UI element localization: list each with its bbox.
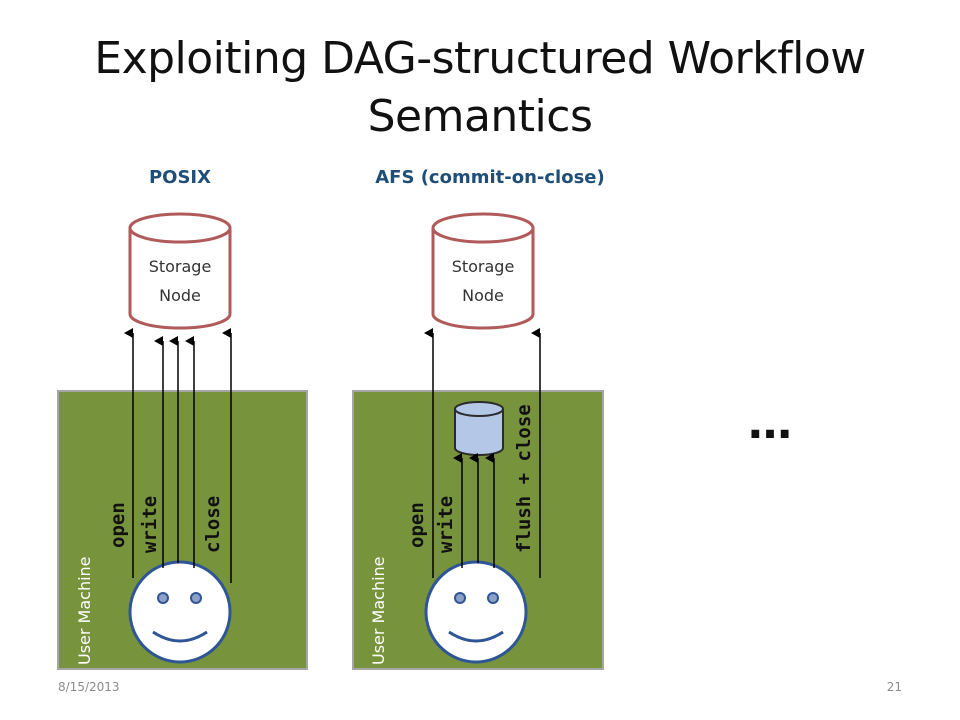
posix-arrows	[124, 328, 232, 583]
posix-heading: POSIX	[149, 167, 211, 188]
slide-title-line2: Semantics	[367, 91, 593, 142]
op-label-open: open	[406, 502, 428, 548]
storage-label-line1: Storage	[149, 257, 212, 276]
face-eye-left	[454, 592, 466, 604]
face-outline	[424, 560, 528, 664]
face-outline	[128, 560, 232, 664]
afs-heading: AFS (commit-on-close)	[375, 167, 604, 188]
storage-cylinder-top	[431, 212, 535, 244]
slide-title: Exploiting DAG-structured Workflow Seman…	[0, 30, 960, 146]
face-eye-right	[487, 592, 499, 604]
afs-panel: AFS (commit-on-close) Storage Node User …	[352, 167, 605, 670]
slide-title-line1: Exploiting DAG-structured Workflow	[94, 33, 866, 84]
storage-cylinder-body	[431, 228, 535, 330]
storage-label-line1: Storage	[452, 257, 515, 276]
storage-label-line2: Node	[462, 286, 504, 305]
slide-date: 8/15/2013	[58, 680, 120, 694]
face-eye-left	[157, 592, 169, 604]
cache-cylinder-top	[454, 401, 504, 417]
op-label-write: write	[139, 496, 161, 553]
storage-cylinder-body	[128, 228, 232, 330]
afs-arrows	[424, 328, 541, 578]
local-cache	[454, 401, 504, 456]
posix-panel: POSIX Storage Node User Machine open wri…	[57, 167, 308, 670]
op-label-flush-close: flush + close	[513, 404, 535, 553]
smiley-face	[128, 560, 232, 664]
cache-cylinder-body	[454, 409, 504, 456]
op-label-close: close	[202, 496, 224, 553]
op-label-open: open	[107, 502, 129, 548]
user-machine-label: User Machine	[75, 556, 94, 665]
face-smile	[152, 630, 208, 643]
storage-node: Storage Node	[128, 212, 232, 330]
user-machine-box	[57, 390, 308, 670]
ellipsis-more: …	[748, 398, 792, 449]
op-label-write: write	[435, 496, 457, 553]
slide-page-number: 21	[886, 680, 902, 694]
face-eye-right	[190, 592, 202, 604]
user-machine-label: User Machine	[369, 556, 388, 665]
smiley-face	[424, 560, 528, 664]
storage-node: Storage Node	[431, 212, 535, 330]
storage-label-line2: Node	[159, 286, 201, 305]
storage-cylinder-top	[128, 212, 232, 244]
face-smile	[448, 630, 504, 643]
